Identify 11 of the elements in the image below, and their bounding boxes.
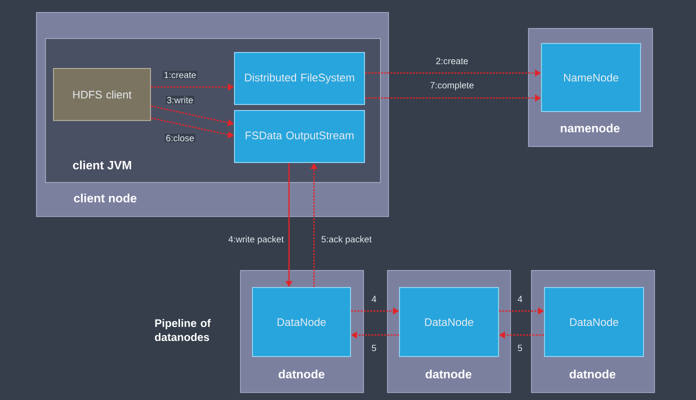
process-box: DataNode [252,287,351,357]
process-box: FSData OutputStream [234,110,365,163]
client-box: HDFS client [53,68,151,121]
edge-label: 6:close [164,134,196,142]
section-label: Pipeline of datanodes [154,318,211,342]
process-box: Distributed FileSystem [234,52,365,105]
edge-label: 5:ack packet [320,234,373,246]
process-box: DataNode [544,287,644,357]
edge-label: 3:write [166,96,194,104]
process-box: NameNode [541,43,641,112]
process-box: DataNode [399,287,499,357]
